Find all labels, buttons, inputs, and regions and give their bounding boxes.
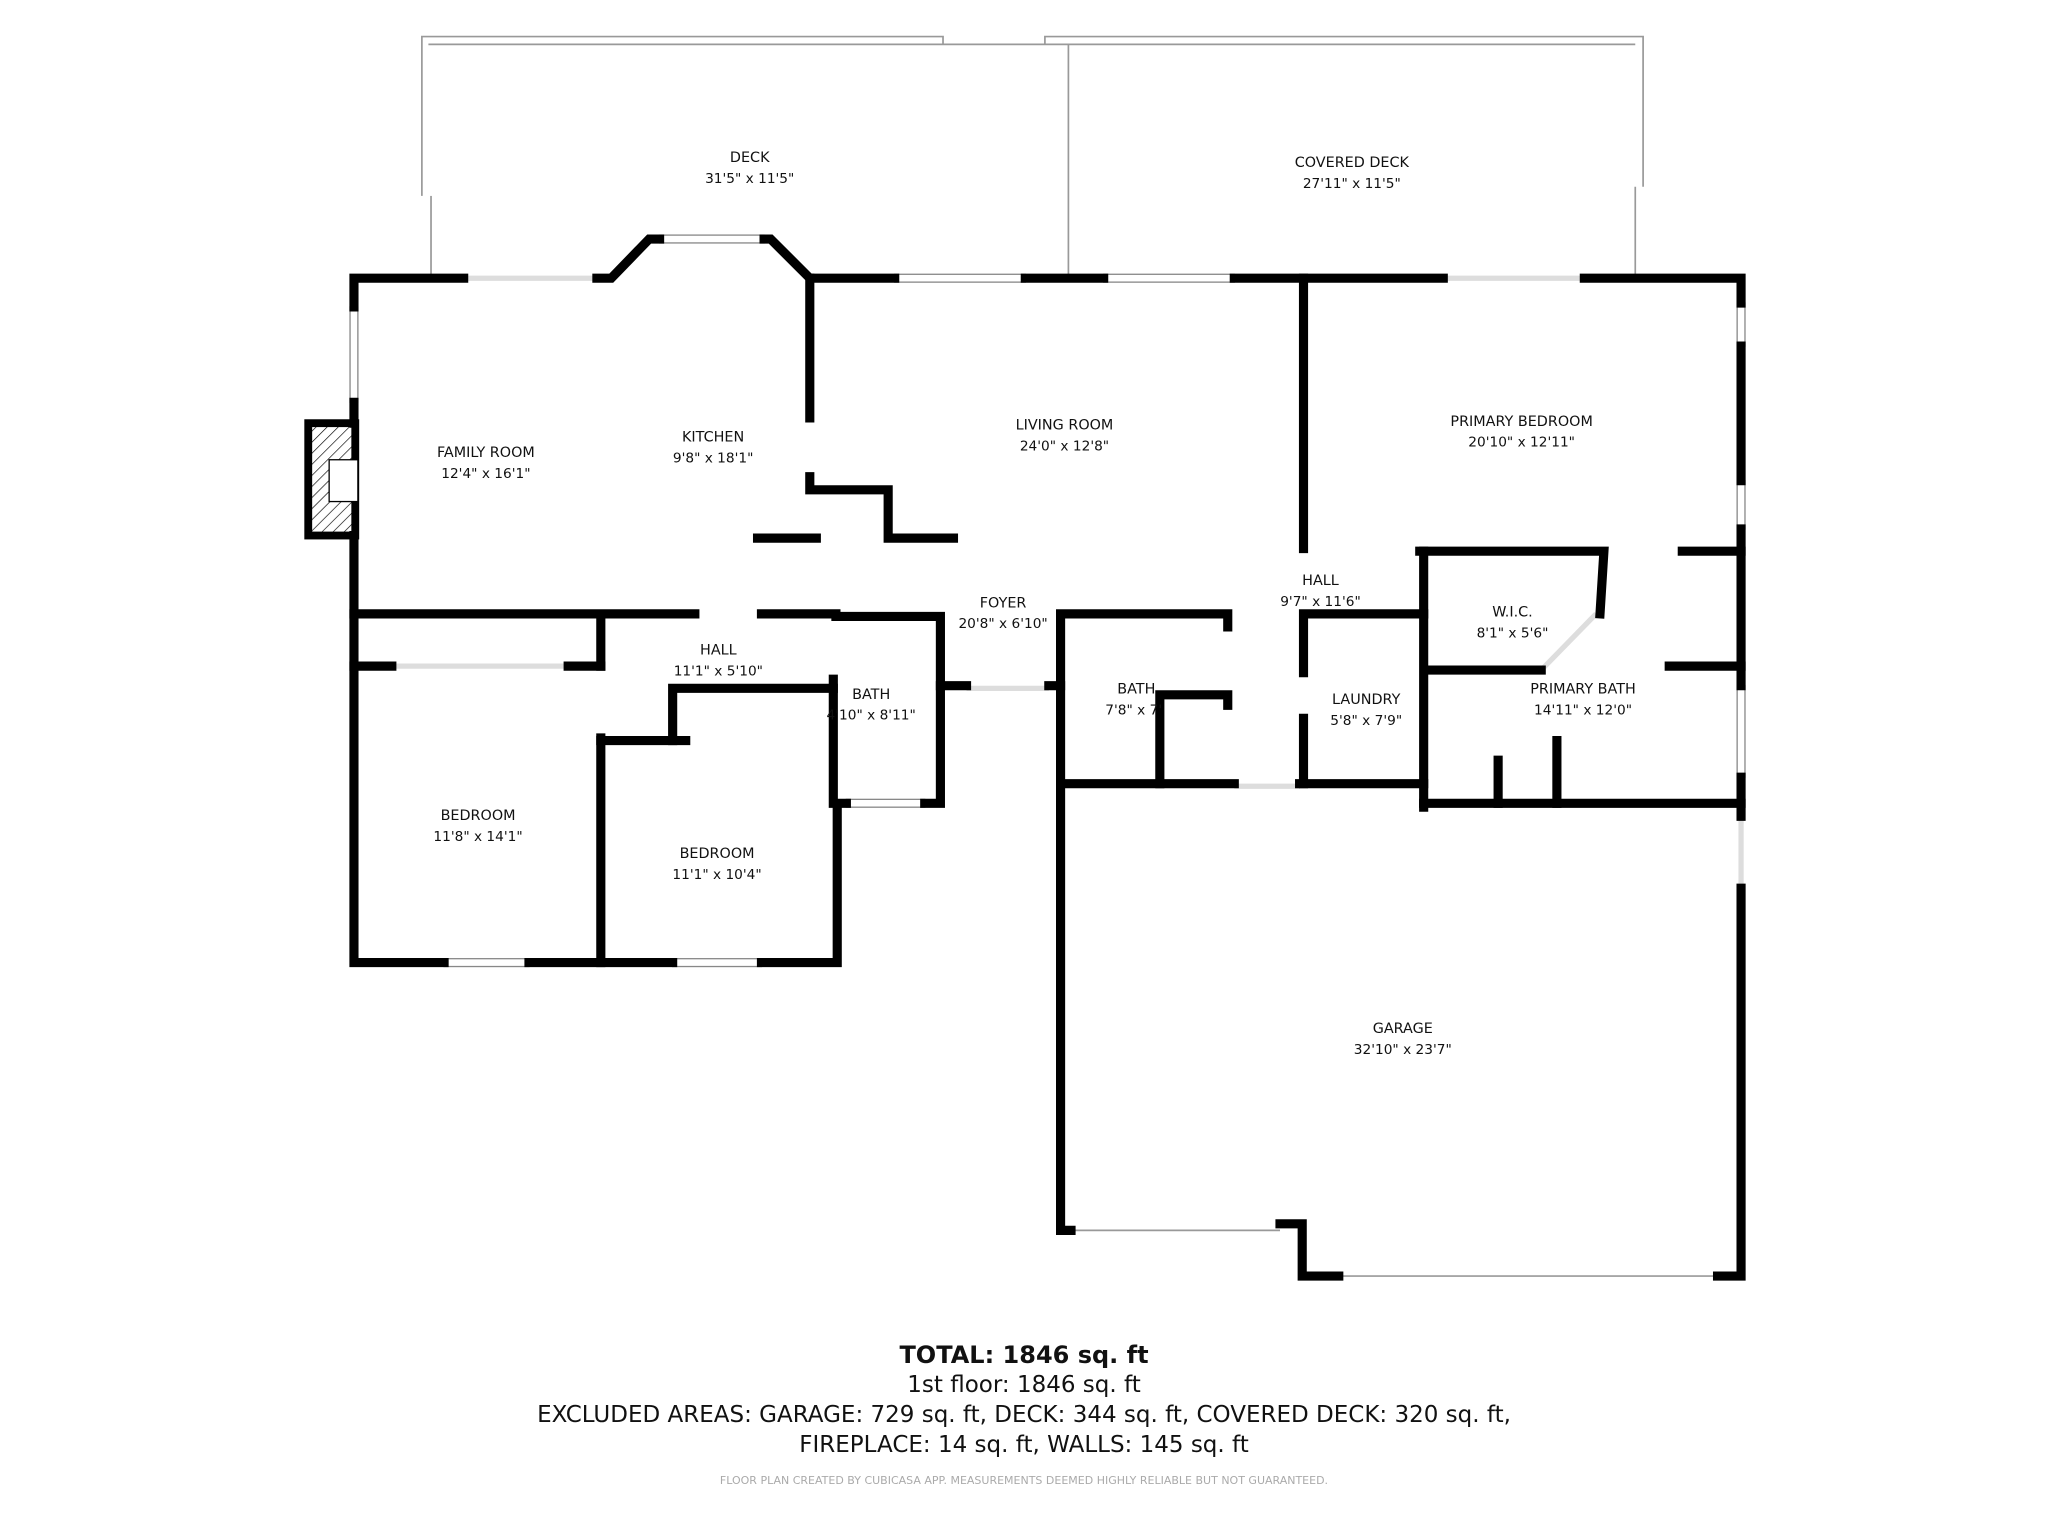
room-dims: 8'1" x 5'6" <box>1477 625 1549 641</box>
room-name: HALL <box>700 642 737 658</box>
room-dims: 5'8" x 7'9" <box>1330 713 1402 729</box>
room-name: DECK <box>730 150 770 166</box>
room-dims: 32'10" x 23'7" <box>1354 1042 1452 1058</box>
room-name: BEDROOM <box>680 846 755 862</box>
room-dims: 4'10" x 8'11" <box>827 708 916 724</box>
room-dims: 12'4" x 16'1" <box>441 466 530 482</box>
room-name: KITCHEN <box>682 429 744 445</box>
room-dims: 24'0" x 12'8" <box>1020 439 1109 455</box>
room-dims: 11'1" x 5'10" <box>674 663 763 679</box>
room-dims: 9'8" x 18'1" <box>673 450 754 466</box>
walls <box>349 234 1746 1281</box>
room-name: BATH <box>852 687 890 703</box>
room-dims: 20'10" x 12'11" <box>1468 435 1575 451</box>
room-name: LAUNDRY <box>1332 692 1401 708</box>
total-area: TOTAL: 1846 sq. ft <box>899 1341 1149 1369</box>
room-dims: 27'11" x 11'5" <box>1303 176 1401 192</box>
deck-outline <box>421 35 1644 279</box>
excluded-areas-continued: FIREPLACE: 14 sq. ft, WALLS: 145 sq. ft <box>799 1432 1249 1458</box>
room-name: W.I.C. <box>1492 604 1533 620</box>
windows <box>349 234 1746 968</box>
room-name: FAMILY ROOM <box>437 445 535 461</box>
room-dims: 11'1" x 10'4" <box>672 867 761 883</box>
room-name: LIVING ROOM <box>1016 418 1114 434</box>
room-name: PRIMARY BEDROOM <box>1450 414 1592 430</box>
room-name: BEDROOM <box>441 808 516 824</box>
room-name: BATH <box>1117 682 1155 698</box>
room-dims: 11'8" x 14'1" <box>433 829 522 845</box>
room-dims: 20'8" x 6'10" <box>958 616 1047 632</box>
area-summary: TOTAL: 1846 sq. ft 1st floor: 1846 sq. f… <box>0 1340 2048 1488</box>
room-name: GARAGE <box>1373 1021 1433 1037</box>
room-dims: 31'5" x 11'5" <box>705 171 794 187</box>
room-name: HALL <box>1302 573 1339 589</box>
room-name: FOYER <box>980 595 1027 611</box>
room-name: PRIMARY BATH <box>1530 682 1636 698</box>
fireplace <box>304 419 360 540</box>
room-dims: 7'8" x 7' <box>1105 702 1162 718</box>
openings <box>391 275 1744 1277</box>
room-dims: 9'7" x 11'6" <box>1280 594 1361 610</box>
floor-area: 1st floor: 1846 sq. ft <box>907 1372 1141 1398</box>
room-dims: 14'11" x 12'0" <box>1534 702 1632 718</box>
disclaimer: FLOOR PLAN CREATED BY CUBICASA APP. MEAS… <box>719 1474 1329 1487</box>
room-labels: DECK 31'5" x 11'5" COVERED DECK 27'11" x… <box>433 150 1635 1058</box>
excluded-areas: EXCLUDED AREAS: GARAGE: 729 sq. ft, DECK… <box>537 1402 1511 1428</box>
room-name: COVERED DECK <box>1295 155 1410 171</box>
